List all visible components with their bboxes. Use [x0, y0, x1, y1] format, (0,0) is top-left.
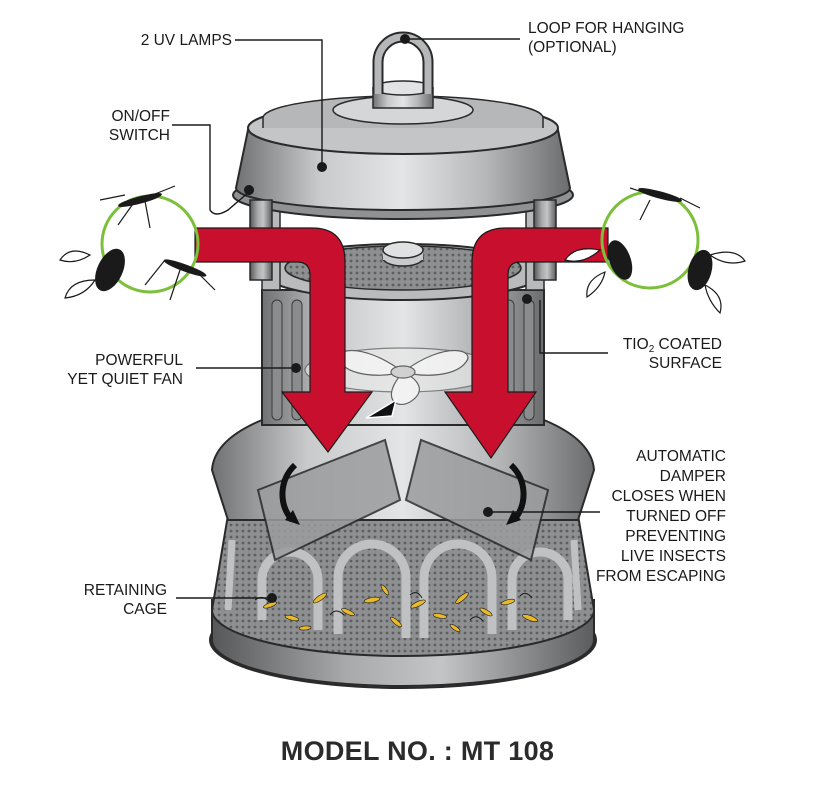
label-damper-line3: CLOSES WHEN	[611, 488, 726, 505]
airflow-arrows	[194, 227, 609, 460]
label-switch-line2: SWITCH	[109, 127, 170, 144]
lid	[232, 31, 574, 220]
damper-flaps	[256, 438, 550, 562]
model-number-title: MODEL NO. : MT 108	[280, 736, 555, 766]
label-damper-line4: TURNED OFF	[626, 508, 726, 525]
label-fan-line2: YET QUIET FAN	[67, 371, 183, 388]
trap-body	[209, 31, 597, 689]
label-fan-line1: POWERFUL	[95, 352, 183, 369]
insects-left	[59, 185, 216, 301]
insects-right	[564, 187, 746, 315]
label-tio2-line1: TIO2 COATED	[623, 336, 722, 355]
label-damper-line2: DAMPER	[660, 468, 726, 485]
airflow-arrow-left	[194, 227, 374, 454]
retaining-cage	[210, 514, 596, 657]
label-tio2-prefix: TIO	[623, 336, 649, 353]
label-loop-line2: (OPTIONAL)	[528, 39, 617, 56]
leader-lines	[172, 34, 608, 603]
label-tio2-sub: 2	[649, 344, 655, 355]
label-damper-line7: FROM ESCAPING	[596, 568, 726, 585]
label-switch-line1: ON/OFF	[111, 108, 170, 125]
label-tio2-suffix: COATED	[654, 336, 722, 353]
label-damper-line1: AUTOMATIC	[636, 448, 726, 465]
label-damper-line6: LIVE INSECTS	[621, 548, 726, 565]
label-cage-line1: RETAINING	[84, 582, 167, 599]
label-damper-line5: PREVENTING	[625, 528, 726, 545]
fan	[304, 347, 502, 406]
callout-labels: 2 UV LAMPS LOOP FOR HANGING (OPTIONAL) O…	[67, 20, 726, 618]
airflow-arrow-right	[443, 227, 609, 460]
label-loop-line1: LOOP FOR HANGING	[528, 20, 684, 37]
label-cage-line2: CAGE	[123, 601, 167, 618]
label-uv-lamps: 2 UV LAMPS	[141, 32, 232, 49]
label-tio2-line2: SURFACE	[649, 355, 722, 372]
